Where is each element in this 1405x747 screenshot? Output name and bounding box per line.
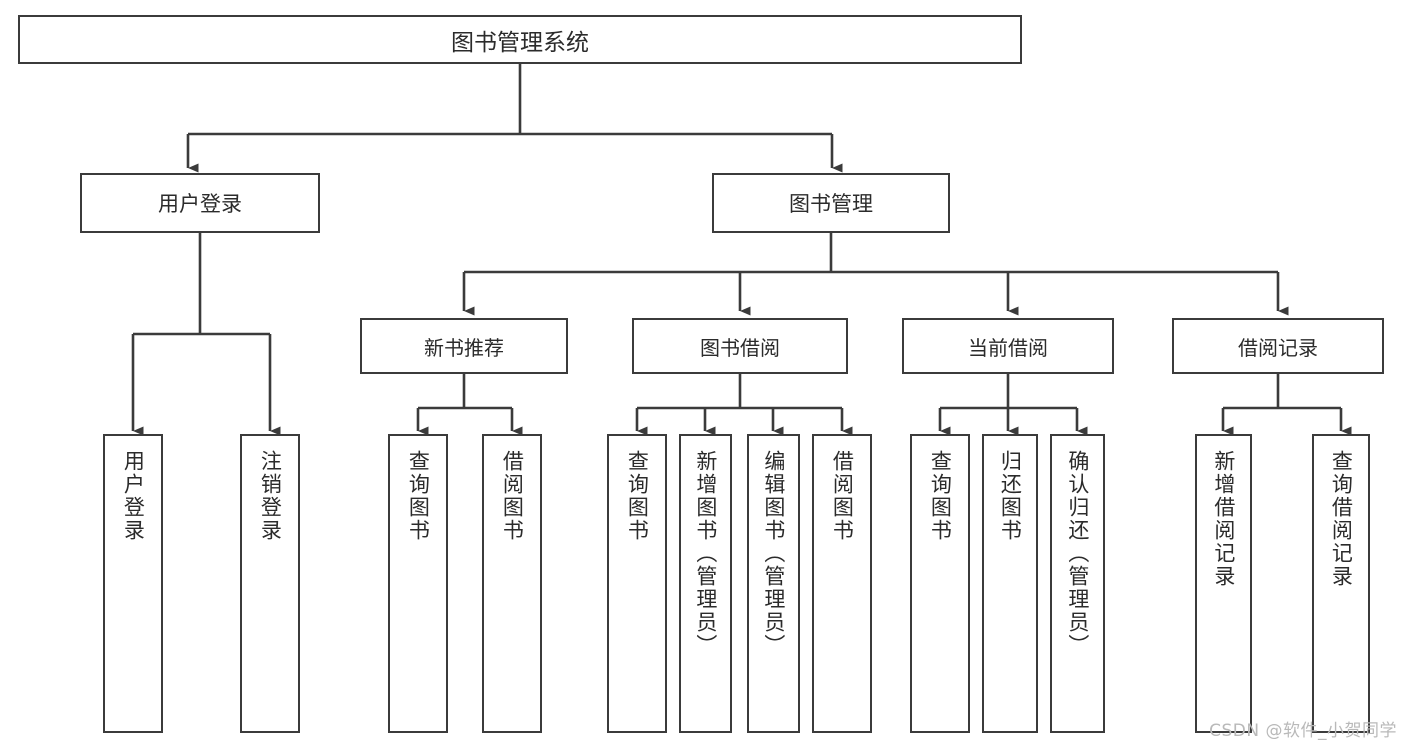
node-book-borrow-label: 图书借阅 (700, 335, 780, 360)
leaf-edit-book[interactable]: 编辑图书（管理员） (747, 434, 800, 733)
node-root[interactable]: 图书管理系统 (18, 15, 1022, 64)
leaf-query-book-3-label: 查询图书 (928, 450, 953, 542)
node-user-login-label: 用户登录 (158, 192, 242, 216)
leaf-query-book-3[interactable]: 查询图书 (910, 434, 970, 733)
node-book-manage-label: 图书管理 (789, 192, 873, 216)
leaf-user-login-label: 用户登录 (121, 450, 146, 542)
node-book-manage[interactable]: 图书管理 (712, 173, 950, 233)
leaf-edit-book-label: 编辑图书（管理员） (761, 450, 786, 657)
leaf-borrow-book-2-label: 借阅图书 (830, 450, 855, 542)
leaf-add-book-label: 新增图书（管理员） (693, 450, 718, 657)
leaf-query-record-label: 查询借阅记录 (1329, 450, 1354, 588)
leaf-return-book-label: 归还图书 (998, 450, 1023, 542)
leaf-borrow-book-1-label: 借阅图书 (500, 450, 525, 542)
node-borrow-record[interactable]: 借阅记录 (1172, 318, 1384, 374)
leaf-confirm-return-label: 确认归还（管理员） (1065, 450, 1090, 657)
node-user-login[interactable]: 用户登录 (80, 173, 320, 233)
leaf-query-book-1[interactable]: 查询图书 (388, 434, 448, 733)
leaf-query-book-1-label: 查询图书 (406, 450, 431, 542)
node-borrow-record-label: 借阅记录 (1238, 335, 1318, 360)
watermark-text: CSDN @软件_小贺同学 (1209, 721, 1397, 741)
leaf-user-login[interactable]: 用户登录 (103, 434, 163, 733)
leaf-add-book[interactable]: 新增图书（管理员） (679, 434, 732, 733)
leaf-query-book-2-label: 查询图书 (625, 450, 650, 542)
leaf-add-record[interactable]: 新增借阅记录 (1195, 434, 1252, 733)
node-book-borrow[interactable]: 图书借阅 (632, 318, 848, 374)
leaf-return-book[interactable]: 归还图书 (982, 434, 1038, 733)
node-root-label: 图书管理系统 (451, 29, 589, 56)
node-new-book-recommend[interactable]: 新书推荐 (360, 318, 568, 374)
leaf-query-book-2[interactable]: 查询图书 (607, 434, 667, 733)
leaf-confirm-return[interactable]: 确认归还（管理员） (1050, 434, 1105, 733)
leaf-logout-login[interactable]: 注销登录 (240, 434, 300, 733)
leaf-borrow-book-1[interactable]: 借阅图书 (482, 434, 542, 733)
node-current-borrow-label: 当前借阅 (968, 335, 1048, 360)
leaf-borrow-book-2[interactable]: 借阅图书 (812, 434, 872, 733)
leaf-logout-login-label: 注销登录 (258, 450, 283, 542)
leaf-query-record[interactable]: 查询借阅记录 (1312, 434, 1370, 733)
node-new-book-recommend-label: 新书推荐 (424, 335, 504, 360)
node-current-borrow[interactable]: 当前借阅 (902, 318, 1114, 374)
leaf-add-record-label: 新增借阅记录 (1211, 450, 1236, 588)
